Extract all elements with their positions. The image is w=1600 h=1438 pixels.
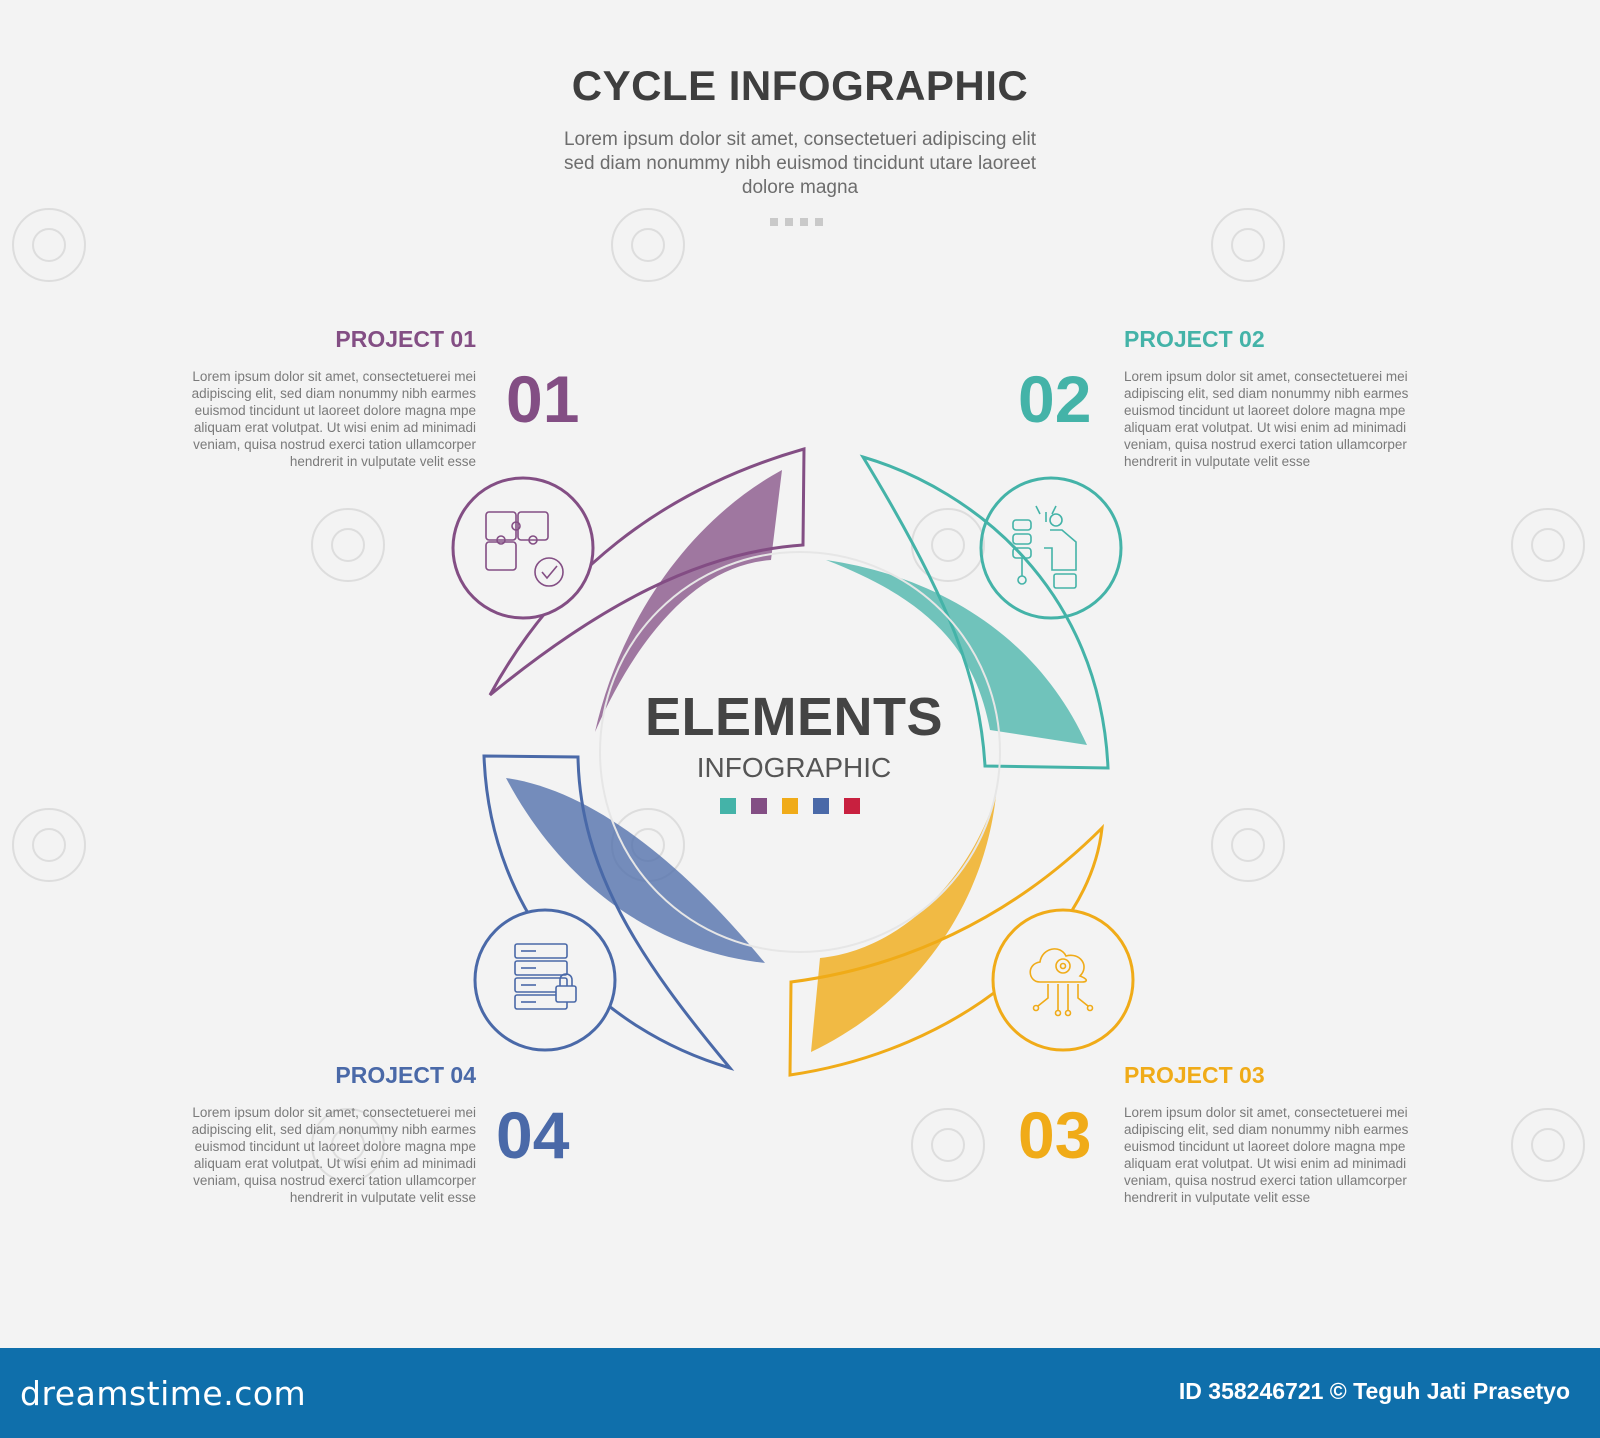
robot-hand-icon bbox=[1012, 505, 1077, 589]
project-03-icon-circle bbox=[991, 908, 1135, 1052]
center-title: ELEMENTS bbox=[644, 687, 944, 747]
segment-01 bbox=[451, 447, 806, 732]
watermark-icon bbox=[1211, 208, 1285, 282]
header-dot bbox=[785, 218, 793, 226]
project-01-number: 01 bbox=[506, 362, 580, 436]
project-01-icon-circle bbox=[451, 476, 595, 620]
watermark-icon bbox=[1511, 1108, 1585, 1182]
project-03-title: PROJECT 03 bbox=[1124, 1062, 1265, 1088]
segment-02 bbox=[826, 454, 1123, 770]
project-02-number: 02 bbox=[1018, 362, 1092, 436]
watermark-icon bbox=[1511, 508, 1585, 582]
header-dot bbox=[770, 218, 778, 226]
center-color-dots bbox=[720, 798, 860, 814]
project-04-title: PROJECT 04 bbox=[335, 1062, 476, 1088]
project-02-description: Lorem ipsum dolor sit amet, consectetuer… bbox=[1124, 369, 1409, 469]
page-title: CYCLE INFOGRAPHIC bbox=[571, 62, 1029, 109]
puzzle-check-icon bbox=[485, 511, 564, 587]
segment-04 bbox=[473, 754, 765, 1071]
project-04-description: Lorem ipsum dolor sit amet, consectetuer… bbox=[191, 1105, 476, 1205]
footer-site-logo: dreamstime.com bbox=[20, 1374, 307, 1413]
project-01-title: PROJECT 01 bbox=[335, 326, 476, 352]
project-04-number: 04 bbox=[496, 1098, 570, 1172]
center-dot bbox=[813, 798, 829, 814]
project-03-number: 03 bbox=[1018, 1098, 1092, 1172]
watermark-icon bbox=[311, 1108, 385, 1182]
footer-image-credit: ID 358246721 © Teguh Jati Prasetyo bbox=[1178, 1378, 1570, 1404]
server-lock-icon bbox=[514, 943, 577, 1010]
project-01-description: Lorem ipsum dolor sit amet, consectetuer… bbox=[191, 369, 476, 469]
footer-bar: dreamstime.com ID 358246721 © Teguh Jati… bbox=[0, 1348, 1600, 1438]
project-02-title: PROJECT 02 bbox=[1124, 326, 1265, 352]
watermark-icon bbox=[311, 508, 385, 582]
segment-03 bbox=[788, 795, 1135, 1077]
project-03-description: Lorem ipsum dolor sit amet, consectetuer… bbox=[1124, 1105, 1409, 1205]
header-dots bbox=[770, 218, 823, 226]
page-subtitle: Lorem ipsum dolor sit amet, consectetuer… bbox=[563, 129, 1037, 198]
watermark-icon bbox=[911, 1108, 985, 1182]
watermark-icon bbox=[12, 208, 86, 282]
center-dot bbox=[844, 798, 860, 814]
center-dot bbox=[751, 798, 767, 814]
watermark-icon bbox=[1211, 808, 1285, 882]
center-dot bbox=[782, 798, 798, 814]
watermark-icon bbox=[611, 208, 685, 282]
project-04-icon-circle bbox=[473, 908, 617, 1052]
center-subtitle: INFOGRAPHIC bbox=[696, 752, 892, 783]
watermark-icon bbox=[12, 808, 86, 882]
project-02-icon-circle bbox=[979, 476, 1123, 620]
header-dot bbox=[815, 218, 823, 226]
cloud-gear-icon bbox=[1029, 948, 1094, 1017]
header-dot bbox=[800, 218, 808, 226]
center-dot bbox=[720, 798, 736, 814]
